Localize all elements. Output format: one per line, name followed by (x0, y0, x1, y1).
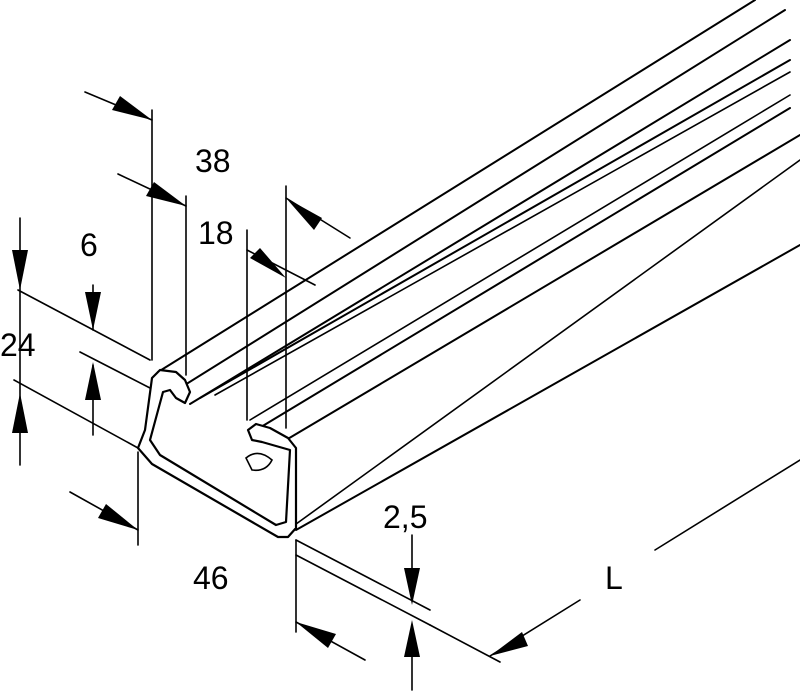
rail-long-edges (157, 0, 800, 533)
rail-profile (136, 368, 298, 539)
dimension-18 (246, 185, 351, 429)
dimension-label-2-5: 2,5 (383, 499, 427, 535)
dimension-24 (12, 217, 151, 466)
dimension-label-6: 6 (80, 227, 98, 263)
dimension-label-38: 38 (195, 143, 231, 179)
dimension-label-18: 18 (198, 215, 234, 251)
dimension-38 (84, 91, 187, 376)
dimension-46 (69, 451, 366, 661)
dimension-label-L: L (605, 560, 623, 596)
dimension-6 (79, 284, 151, 436)
dimension-label-46: 46 (193, 560, 229, 596)
dimension-L (429, 459, 800, 663)
dimension-2-5 (295, 534, 431, 691)
dimension-label-24: 24 (0, 327, 36, 363)
